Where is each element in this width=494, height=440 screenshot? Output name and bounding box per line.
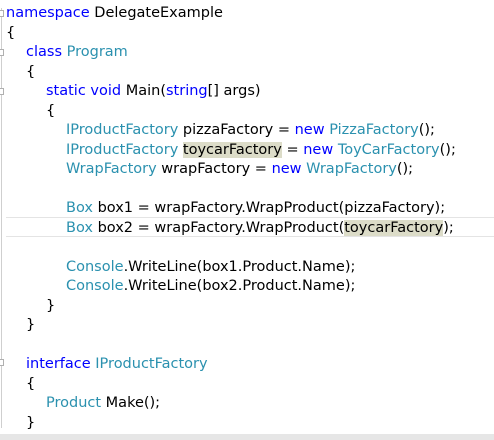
- keyword: new: [294, 122, 325, 138]
- type-name: IProductFactory: [95, 356, 208, 372]
- code-line-4[interactable]: {: [6, 63, 494, 83]
- statement: .WriteLine(box2.Product.Name);: [123, 278, 356, 294]
- brace: {: [26, 375, 36, 392]
- type-name: WrapFactory: [66, 161, 157, 177]
- keyword: interface: [26, 356, 91, 372]
- type-name: WrapFactory: [306, 161, 397, 177]
- code-line-8[interactable]: IProductFactory toycarFactory = new ToyC…: [6, 141, 494, 161]
- code-line-2[interactable]: {: [6, 24, 494, 44]
- keyword: static: [46, 83, 86, 99]
- operator: =: [281, 141, 304, 158]
- identifier: DelegateExample: [89, 5, 223, 21]
- statement: box2 = wrapFactory.WrapProduct(: [92, 219, 345, 236]
- type-name: Box: [66, 219, 93, 236]
- keyword: class: [26, 44, 62, 60]
- code-line-7[interactable]: IProductFactory pizzaFactory = new Pizza…: [6, 121, 494, 141]
- brace: }: [26, 414, 36, 431]
- code-line-6[interactable]: {: [6, 102, 494, 122]
- type-name: Console: [66, 258, 124, 275]
- type-name: ToyCarFactory: [337, 141, 440, 158]
- keyword: new: [271, 161, 302, 177]
- brace: }: [46, 297, 56, 314]
- type-name: IProductFactory: [66, 122, 179, 138]
- code-line-9[interactable]: WrapFactory wrapFactory = new WrapFactor…: [6, 160, 494, 180]
- collapse-class-icon[interactable]: [0, 49, 4, 56]
- brace: {: [46, 102, 56, 119]
- keyword: namespace: [6, 5, 90, 21]
- code-line-1[interactable]: namespace DelegateExample: [6, 4, 494, 24]
- punctuation: ();: [418, 122, 435, 138]
- type-name: IProductFactory: [66, 141, 179, 158]
- collapse-namespace-icon[interactable]: [0, 10, 4, 17]
- brace: {: [26, 63, 36, 80]
- method-signature: Main(: [121, 83, 166, 99]
- outlining-margin: [0, 0, 6, 440]
- current-line-highlight: [6, 217, 494, 237]
- type-name: Box: [66, 200, 93, 216]
- code-line-15[interactable]: Console.WriteLine(box2.Product.Name);: [6, 277, 494, 297]
- code-line-5[interactable]: static void Main(string[] args): [6, 82, 494, 102]
- code-line-19[interactable]: interface IProductFactory: [6, 355, 494, 375]
- collapse-interface-icon[interactable]: [0, 359, 4, 366]
- code-line-17[interactable]: }: [6, 316, 494, 336]
- code-line-3[interactable]: class Program: [6, 43, 494, 63]
- code-line-22[interactable]: }: [6, 414, 494, 434]
- highlighted-reference[interactable]: toycarFactory: [344, 219, 444, 236]
- highlighted-reference[interactable]: toycarFactory: [182, 141, 282, 158]
- code-line-14[interactable]: Console.WriteLine(box1.Product.Name);: [6, 258, 494, 278]
- statement: box1 = wrapFactory.WrapProduct(pizzaFact…: [92, 200, 446, 216]
- keyword: void: [90, 83, 122, 99]
- collapse-method-icon[interactable]: [0, 88, 4, 95]
- identifier: pizzaFactory =: [178, 122, 295, 138]
- type-name: PizzaFactory: [329, 122, 419, 138]
- editor-bottom-edge: [0, 434, 494, 440]
- code-line-21[interactable]: Product Make();: [6, 394, 494, 414]
- type-name: Program: [66, 44, 128, 60]
- punctuation: ();: [439, 141, 456, 158]
- code-line-16[interactable]: }: [6, 297, 494, 317]
- code-line-11[interactable]: Box box1 = wrapFactory.WrapProduct(pizza…: [6, 199, 494, 219]
- punctuation: ();: [396, 161, 414, 177]
- outline-guide: [1, 8, 2, 428]
- brace: {: [6, 24, 16, 41]
- identifier: wrapFactory =: [156, 161, 272, 177]
- punctuation: );: [443, 219, 454, 236]
- parameters: [] args): [207, 83, 261, 99]
- keyword: string: [166, 83, 208, 99]
- statement: Make();: [101, 395, 161, 411]
- code-line-12[interactable]: Box box2 = wrapFactory.WrapProduct(toyca…: [6, 219, 494, 239]
- keyword: new: [303, 141, 334, 158]
- type-name: Console: [66, 278, 124, 294]
- brace: }: [26, 317, 36, 333]
- code-line-20[interactable]: {: [6, 375, 494, 395]
- statement: .WriteLine(box1.Product.Name);: [123, 258, 356, 275]
- type-name: Product: [46, 395, 102, 411]
